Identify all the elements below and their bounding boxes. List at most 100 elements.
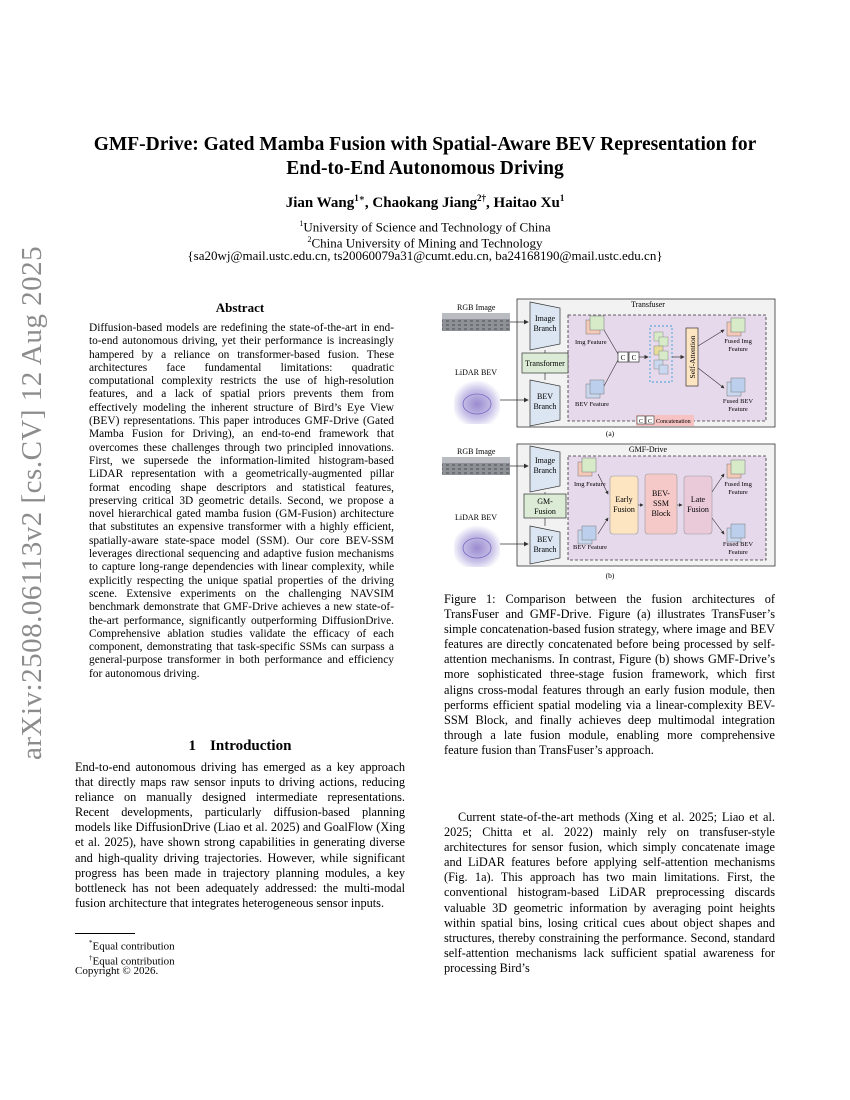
fused-bev-label: Feature [728, 406, 748, 413]
late-fusion-block [683, 475, 713, 535]
lidar-bev-thumbnail [454, 380, 500, 424]
affiliation-mark: 2 [307, 235, 312, 244]
bev-feature-label: BEV Feature [575, 401, 609, 408]
title-line-2: End-to-End Autonomous Driving [286, 158, 564, 179]
legend-symbol [636, 415, 646, 425]
footnote-mark: * [89, 939, 93, 947]
author-list: Jian Wang1∗, Chaokang Jiang2†, Haitao Xu… [285, 193, 565, 211]
author-emails: {sa20wj@mail.ustc.edu.cn, ts20060079a31@… [187, 248, 663, 263]
bev-branch-block [529, 525, 561, 565]
bev-ssm-label: Block [651, 509, 670, 518]
author-mark: 1∗ [354, 193, 365, 203]
copyright-notice: Copyright © 2026. [75, 965, 159, 977]
early-fusion-label: Early [615, 495, 632, 504]
img-feature-cube [585, 315, 605, 335]
panel-a: Transfuser RGB Image LiDAR BEV Image Bra… [442, 298, 776, 438]
section-heading: 1 Introduction [75, 738, 405, 755]
late-fusion-label: Late [691, 495, 706, 504]
image-branch-block [529, 301, 561, 351]
legend-symbol [645, 415, 655, 425]
author-mark: 2† [477, 193, 487, 203]
bev-ssm-label: SSM [653, 499, 669, 508]
bev-branch-label: Branch [533, 545, 556, 554]
arrow [711, 473, 725, 493]
concat-label: C [621, 354, 626, 362]
transformer-label: Transformer [525, 359, 565, 368]
fused-img-label: Feature [728, 346, 748, 353]
rgb-image-label: RGB Image [457, 447, 496, 456]
rgb-image-label: RGB Image [457, 303, 496, 312]
panel-a-sublabel: (a) [606, 429, 615, 438]
legend-label: Concatenation [656, 419, 691, 425]
image-branch-block [529, 445, 561, 493]
lidar-ring [462, 537, 492, 559]
late-fusion-label: Fusion [687, 505, 709, 514]
fused-img-label: Feature [728, 489, 748, 496]
fused-bev-cube [726, 377, 746, 397]
intro-paragraph-1: End-to-end autonomous driving has emerge… [75, 760, 405, 910]
self-attention-block [685, 327, 699, 387]
footnote-text: Equal contribution [92, 955, 175, 968]
abstract-heading: Abstract [215, 300, 265, 315]
legend-box [636, 415, 694, 426]
gm-fusion-label: Fusion [534, 507, 556, 516]
author-name: Jian Wang [285, 195, 355, 211]
image-branch-label: Image [535, 456, 555, 465]
affiliation-text: University of Science and Technology of … [303, 219, 551, 235]
panel-b-title: GMF-Drive [629, 445, 668, 454]
bev-branch-label: BEV [537, 392, 553, 401]
image-branch-label: Branch [533, 324, 556, 333]
bev-feature-label: BEV Feature [573, 544, 607, 551]
affiliation: 1University of Science and Technology of… [60, 216, 790, 235]
arrow [597, 517, 609, 535]
section-title: Introduction [210, 738, 292, 754]
fused-img-cube [726, 317, 746, 337]
affiliation-mark: 1 [299, 219, 304, 228]
bev-feature-cube [585, 379, 605, 399]
lidar-ring [462, 393, 492, 415]
img-feature-label: Img Feature [575, 339, 607, 346]
lidar-bev-label: LiDAR BEV [455, 513, 497, 522]
author-name: Haitao Xu [493, 195, 560, 211]
affiliation: 2China University of Mining and Technolo… [60, 232, 790, 251]
legend-symbol-label: C [648, 419, 652, 425]
arxiv-identifier: arXiv:2508.06113v2 [cs.CV] 12 Aug 2025 [16, 245, 48, 760]
gm-fusion-label: GM- [537, 497, 553, 506]
token-stack [653, 331, 669, 375]
footnote-rule [75, 933, 135, 934]
footnote-text: Equal contribution [92, 940, 175, 953]
bev-ssm-label: BEV- [652, 489, 670, 498]
abstract-text: Diffusion-based models are redefining th… [89, 322, 394, 680]
panel-a-title: Transfuser [631, 300, 665, 309]
connector [603, 359, 619, 387]
image-branch-label: Branch [533, 466, 556, 475]
image-branch-label: Image [535, 314, 555, 323]
concat-label: C [632, 354, 637, 362]
section-number: 1 [188, 738, 197, 754]
lidar-bev-label: LiDAR BEV [455, 368, 497, 377]
intro-paragraph-2: Current state-of-the-art methods (Xing e… [444, 810, 775, 975]
fused-bev-label: Fused BEV [723, 398, 753, 405]
fused-bev-label: Feature [728, 549, 748, 556]
fused-img-label: Fused Img [724, 481, 752, 488]
img-feature-label: Img Feature [574, 481, 606, 488]
arrow [711, 517, 725, 535]
panel-b: GMF-Drive RGB Image LiDAR BEV Image Bran… [442, 443, 776, 580]
img-feature-cube [577, 457, 597, 477]
fused-bev-cube [726, 523, 746, 543]
fused-bev-label: Fused BEV [723, 541, 753, 548]
legend-symbol-label: C [639, 419, 643, 425]
footnote: †Equal contribution [75, 951, 175, 969]
rgb-image-sky [442, 457, 510, 463]
token-stack-frame [649, 325, 673, 383]
self-attention-label: Self-Attention [688, 335, 697, 378]
arrow [697, 329, 725, 347]
fused-img-label: Fused Img [724, 338, 752, 345]
connector [603, 329, 619, 355]
fused-img-cube [726, 459, 746, 479]
figure-caption: Figure 1: Comparison between the fusion … [444, 592, 775, 757]
author-mark: 1 [559, 193, 565, 203]
paper-title: GMF-Drive: Gated Mamba Fusion with Spati… [60, 133, 790, 181]
title-line-1: GMF-Drive: Gated Mamba Fusion with Spati… [93, 134, 757, 155]
bev-branch-label: BEV [537, 535, 553, 544]
